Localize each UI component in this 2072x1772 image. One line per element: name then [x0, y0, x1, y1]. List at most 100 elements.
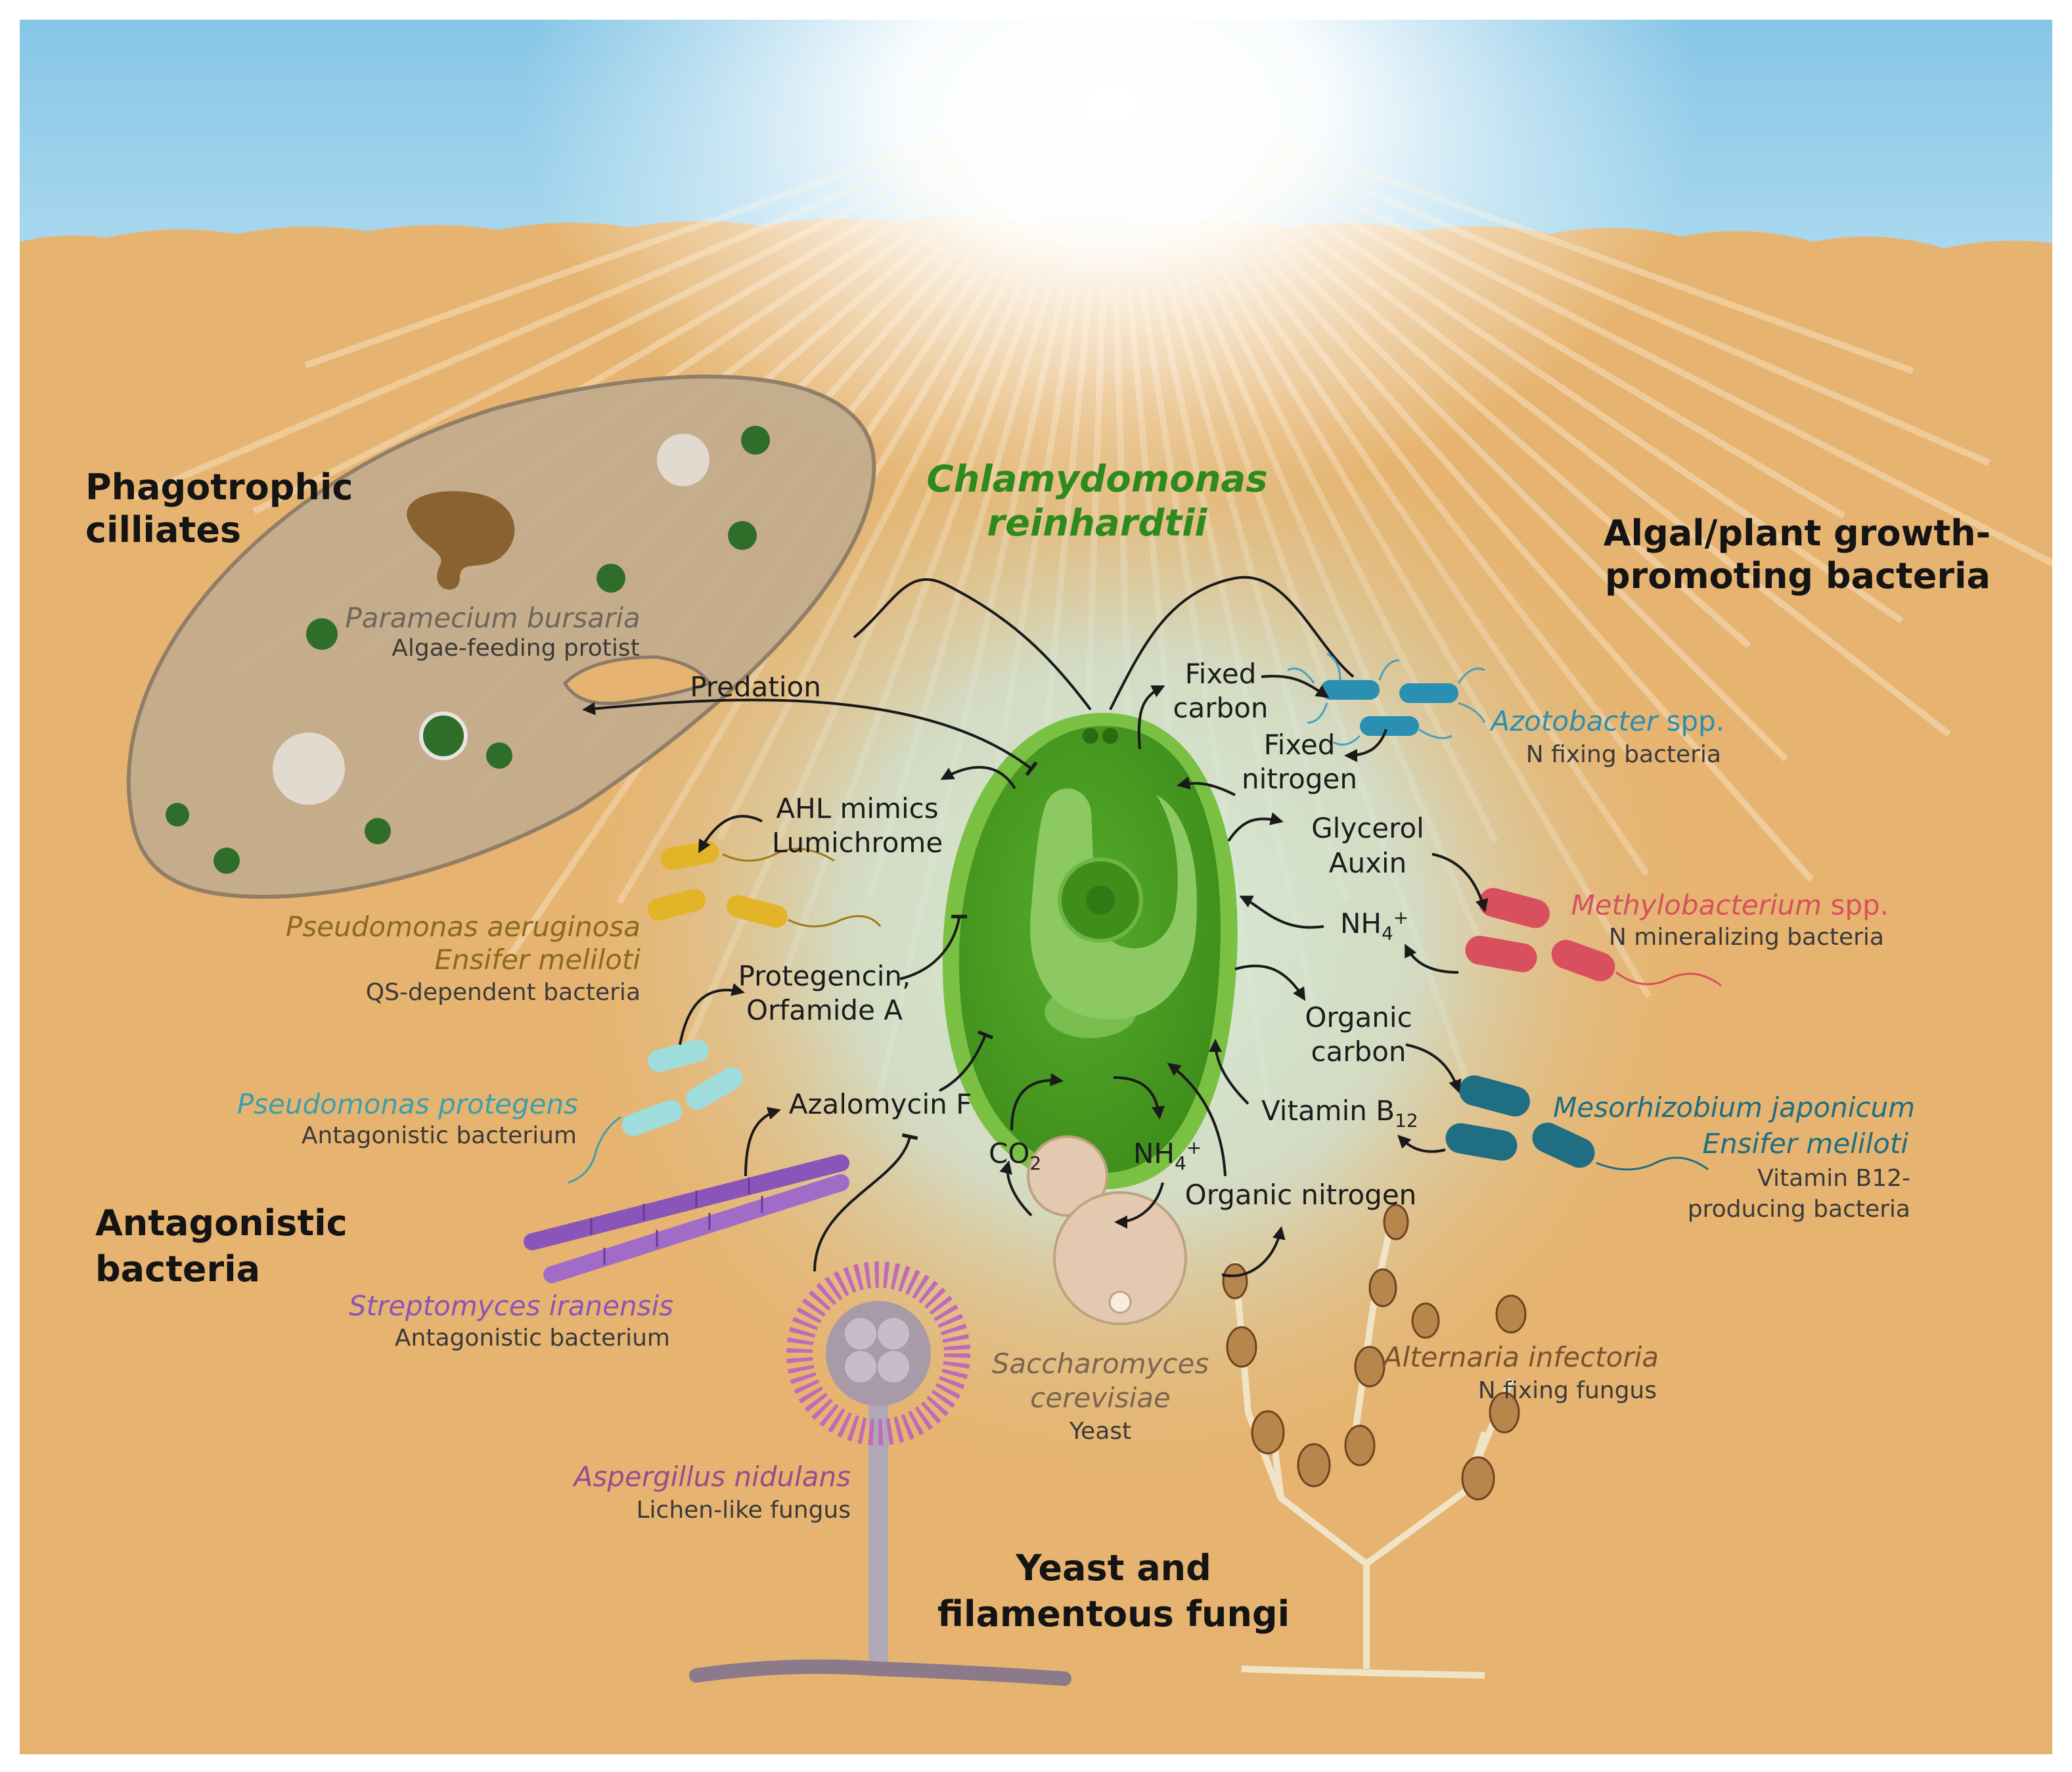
sun-glow	[519, 0, 1701, 512]
chlamydomonas-cell	[853, 576, 1355, 1189]
fixed-nitrogen-in	[1177, 777, 1236, 796]
ahl-emission-arrow	[940, 765, 1016, 790]
alternaria-fungus	[1222, 1204, 1527, 1679]
ensifer-species-qs: Ensifer meliloti	[434, 943, 641, 976]
nh4-label-right: NH4+	[1340, 907, 1408, 944]
nh4-label-yeast: NH4+	[1133, 1137, 1202, 1174]
fixed-nitrogen-from-azotobacter	[1344, 729, 1387, 762]
aspergillus-fungus	[689, 1261, 1071, 1686]
paramecium-cell	[126, 375, 876, 899]
fixed-carbon-out	[1137, 685, 1165, 750]
nh4-to-yeast	[1114, 1182, 1164, 1229]
glycerol-label: Glycerol	[1311, 812, 1424, 844]
fixed-nitrogen-label: Fixed	[1264, 729, 1336, 761]
co2-label: CO2	[989, 1137, 1041, 1174]
co2-from-yeast	[999, 1160, 1033, 1217]
saccharomyces-species: Saccharomyces	[992, 1348, 1209, 1380]
sun-ray	[304, 133, 951, 369]
azalomycin-label: Azalomycin F	[789, 1088, 972, 1120]
methylobacterium-desc: N mineralizing bacteria	[1609, 924, 1884, 951]
organic-carbon-to-mesorhizobium	[1405, 1043, 1462, 1093]
group-antagonistic: Antagonistic	[95, 1202, 348, 1244]
group-antagonistic-line2: bacteria	[95, 1248, 260, 1290]
streptomyces-species: Streptomyces iranensis	[349, 1290, 673, 1322]
sun-ray	[131, 143, 955, 501]
nh4-yeast-out	[1113, 1076, 1165, 1120]
group-growth-promoting: Algal/plant growth-	[1604, 512, 1991, 554]
auxin-label: Auxin	[1329, 847, 1407, 879]
sun-ray	[1265, 144, 1991, 466]
sun-ray	[252, 152, 960, 514]
sun-ray	[1228, 197, 1789, 762]
organic-nitrogen-in	[1167, 1062, 1227, 1177]
fixed-carbon-label-line2: carbon	[1173, 692, 1268, 724]
pseudomonas-protegens-desc: Antagonistic bacterium	[302, 1122, 577, 1149]
organism-title: Chlamydomonas	[926, 458, 1267, 501]
pseudomonas-protegens-bacteria	[568, 1039, 743, 1184]
methylobacterium-bacteria	[1465, 888, 1722, 987]
sun-ray	[1260, 154, 2059, 568]
predation-arrow	[582, 698, 1038, 777]
protegencin-from-bacteria	[679, 983, 745, 1045]
saccharomyces-yeast	[1027, 1135, 1187, 1325]
lumichrome-label: Lumichrome	[772, 827, 943, 859]
nh4-from-methylobacterium	[1405, 943, 1459, 974]
organic-nitrogen-from-alternaria	[1221, 1226, 1286, 1277]
alternaria-desc: N fixing fungus	[1478, 1377, 1657, 1404]
azotobacter-desc: N fixing bacteria	[1526, 741, 1721, 768]
organic-carbon-label-line2: carbon	[1311, 1035, 1406, 1068]
organic-carbon-out	[1234, 965, 1306, 1001]
azalomycin-inhibition	[939, 1030, 994, 1092]
saccharomyces-species-line2: cerevisiae	[1030, 1382, 1171, 1414]
pseudomonas-aeruginosa-species: Pseudomonas aeruginosa	[286, 911, 641, 943]
glycerol-to-methylobacterium	[1431, 853, 1489, 913]
mesorhizobium-species: Mesorhizobium japonicum	[1553, 1091, 1915, 1124]
vitamin-b12-label: Vitamin B12	[1261, 1095, 1418, 1131]
organic-nitrogen-label: Organic nitrogen	[1185, 1179, 1417, 1211]
sun-ray	[1269, 134, 1914, 375]
fixed-nitrogen-label-line2: nitrogen	[1242, 763, 1357, 795]
glycerol-out	[1227, 812, 1284, 842]
saccharomyces-desc: Yeast	[1069, 1418, 1131, 1445]
orfamide-label: Orfamide A	[746, 994, 903, 1026]
sun-ray	[1236, 189, 1751, 648]
group-fungi-line2: filamentous fungi	[937, 1593, 1290, 1635]
paramecium-desc: Algae-feeding protist	[392, 635, 640, 662]
organism-title-line2: reinhardtii	[987, 502, 1207, 545]
ahl-label: AHL mimics	[776, 792, 938, 825]
protegencin-inhibition	[899, 915, 968, 980]
methylobacterium-species: Methylobacterium spp.	[1571, 889, 1889, 921]
azotobacter-bacteria	[1287, 652, 1486, 746]
aspergillus-inhibition	[813, 1133, 918, 1272]
fixed-carbon-to-azotobacter	[1261, 675, 1330, 698]
streptomyces-filaments	[524, 1154, 849, 1283]
vitamin-b12-in	[1209, 1039, 1250, 1105]
mesorhizobium-bacteria	[1445, 1075, 1709, 1171]
aspergillus-desc: Lichen-like fungus	[636, 1497, 851, 1524]
nh4-in	[1239, 896, 1324, 929]
interaction-arrows	[582, 675, 1489, 1277]
ahl-to-bacteria-arrow	[698, 815, 763, 853]
fixed-carbon-label: Fixed	[1185, 658, 1257, 690]
pseudomonas-protegens-species: Pseudomonas protegens	[237, 1088, 578, 1120]
sun-ray	[1249, 172, 1904, 624]
sun-ray	[1255, 163, 1846, 519]
group-fungi: Yeast and	[1015, 1547, 1211, 1589]
sun-ray	[1242, 181, 1951, 737]
azotobacter-species: Azotobacter spp.	[1489, 705, 1724, 737]
alternaria-species: Alternaria infectoria	[1382, 1341, 1659, 1373]
vitamin-from-mesorhizobium	[1397, 1135, 1446, 1153]
group-ciliates: Phagotrophic	[85, 466, 353, 508]
paramecium-species: Paramecium bursaria	[345, 602, 640, 634]
co2-in	[1010, 1073, 1064, 1131]
mesorhizobium-desc: Vitamin B12-	[1757, 1165, 1910, 1192]
protegencin-label: Protegencin,	[738, 960, 911, 992]
group-ciliates-line2: cilliates	[85, 509, 241, 551]
aspergillus-species: Aspergillus nidulans	[572, 1461, 851, 1493]
organic-carbon-label: Organic	[1305, 1001, 1412, 1034]
azalomycin-from-streptomyces	[744, 1106, 781, 1177]
ensifer-species-vitb12: Ensifer meliloti	[1702, 1127, 1908, 1160]
predation-label: Predation	[690, 671, 821, 703]
streptomyces-desc: Antagonistic bacterium	[395, 1325, 670, 1352]
